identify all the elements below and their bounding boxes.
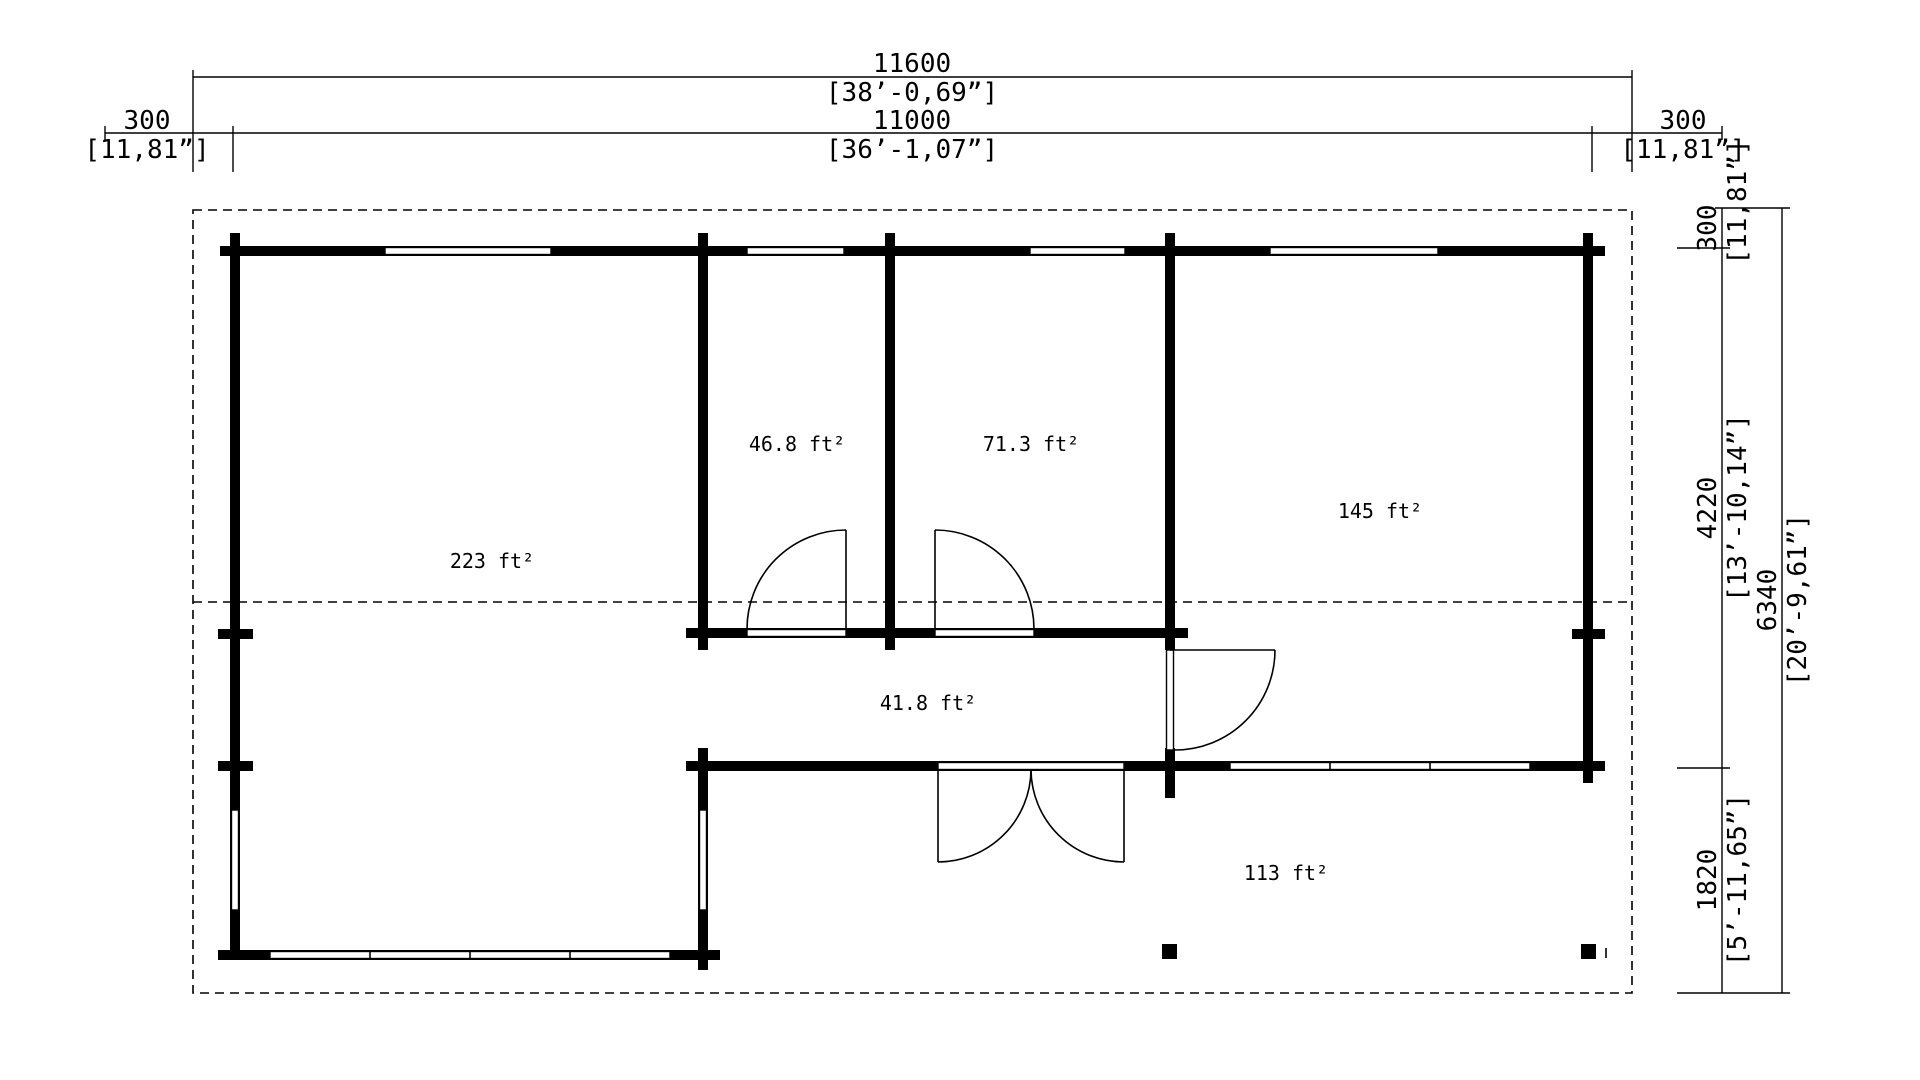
room-area-small: 46.8 ft² (749, 432, 845, 456)
terrace-post-right (1581, 944, 1596, 959)
overall-depth-value: 6340 (1753, 569, 1783, 632)
main-depth-value: 4220 (1693, 477, 1723, 540)
right-overhang-imperial: [11,81”] (1620, 135, 1745, 165)
overall-width-value: 11600 (873, 49, 951, 79)
inner-width-imperial: [36’-1,07”] (826, 135, 998, 165)
left-overhang-imperial: [11,81”] (84, 135, 209, 165)
right-dimensions (1677, 207, 1790, 994)
room-area-living: 223 ft² (450, 549, 534, 573)
room-area-hall: 41.8 ft² (880, 691, 976, 715)
windows (230, 246, 1531, 960)
overall-depth-imperial: [20’-9,61”] (1783, 514, 1813, 686)
top-overhang-imperial: [11,81”] (1723, 139, 1753, 264)
right-overhang-value: 300 (1660, 106, 1707, 136)
overall-width-imperial: [38’-0,69”] (826, 78, 998, 108)
room-area-large: 145 ft² (1338, 499, 1422, 523)
terrace-post-left (1162, 944, 1177, 959)
left-overhang-value: 300 (124, 106, 171, 136)
top-overhang-value: 300 (1693, 205, 1723, 252)
main-depth-imperial: [13’-10,14”] (1723, 414, 1753, 602)
room-area-medium: 71.3 ft² (983, 432, 1079, 456)
doors (746, 529, 1276, 863)
inner-width-value: 11000 (873, 106, 951, 136)
room-area-terrace: 113 ft² (1244, 861, 1328, 885)
terrace-depth-value: 1820 (1693, 849, 1723, 912)
terrace-depth-imperial: [5’-11,65”] (1723, 794, 1753, 966)
top-dimensions (104, 70, 1723, 172)
